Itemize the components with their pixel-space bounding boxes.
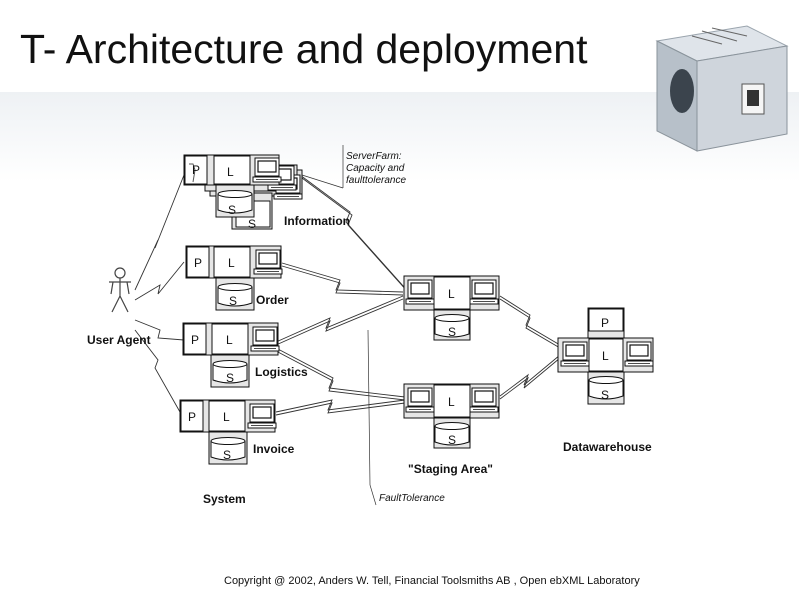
label-invoice: Invoice: [253, 442, 295, 456]
svg-text:L: L: [226, 333, 233, 347]
svg-text:S: S: [601, 388, 609, 402]
svg-text:L: L: [223, 410, 230, 424]
svg-text:P: P: [194, 256, 202, 270]
svg-text:P: P: [188, 410, 196, 424]
svg-text:L: L: [228, 256, 235, 270]
person-icon: [108, 267, 132, 313]
svg-text:P: P: [601, 316, 609, 330]
svg-text:P: P: [191, 333, 199, 347]
link-staging-datawarehouse-b: [499, 354, 561, 397]
label-system: System: [203, 492, 246, 506]
label-order: Order: [256, 293, 289, 307]
svg-text:S: S: [226, 371, 234, 385]
svg-text:P: P: [192, 163, 200, 177]
label-datawarehouse: Datawarehouse: [563, 440, 652, 454]
order-node: [185, 245, 283, 311]
note-server-farm-line: faulttolerance: [346, 175, 407, 186]
label-logistics: Logistics: [255, 365, 308, 379]
slide-title: T- Architecture and deployment: [20, 26, 588, 72]
link-order-staging: [281, 262, 404, 293]
link-logistics-staging-b: [275, 347, 406, 398]
svg-text:S: S: [223, 448, 231, 462]
staging-area-node-top: [403, 275, 500, 341]
staging-area-node-bottom: [403, 383, 500, 449]
svg-text:S: S: [248, 217, 256, 231]
invoice-node: [179, 399, 277, 465]
note-server-farm: ServerFarm: Capacity and faulttolerance: [346, 151, 406, 187]
svg-text:S: S: [228, 203, 236, 217]
link-staging-datawarehouse-a: [499, 295, 561, 346]
lightning-links: [275, 174, 561, 416]
note-server-farm-line: ServerFarm:: [346, 151, 402, 162]
copyright-footer: Copyright @ 2002, Anders W. Tell, Financ…: [224, 575, 640, 587]
information-server-farm: [183, 154, 303, 230]
note-line-faulttolerance: [367, 329, 377, 506]
link-invoice-staging: [275, 399, 406, 413]
decorative-cube-icon: [655, 25, 789, 152]
note-server-farm-line: Capacity and: [346, 163, 405, 174]
node-letters: P L S S P L S P L S P L S L S L S P L S: [188, 163, 609, 462]
note-line-serverfarm: [301, 145, 344, 189]
label-user-agent: User Agent: [87, 333, 151, 347]
logistics-node: [182, 322, 280, 388]
svg-text:L: L: [448, 395, 455, 409]
user-agent-links: [134, 174, 185, 413]
note-fault-tolerance: FaultTolerance: [379, 493, 445, 504]
link-logistics-staging-a: [275, 295, 404, 343]
information-node: [183, 154, 282, 218]
svg-text:L: L: [227, 165, 234, 179]
svg-text:S: S: [229, 294, 237, 308]
svg-text:L: L: [448, 287, 455, 301]
svg-text:S: S: [448, 433, 456, 447]
link-information-staging: [299, 174, 406, 289]
label-staging-area: "Staging Area": [408, 462, 493, 476]
svg-text:L: L: [602, 349, 609, 363]
datawarehouse-node: [557, 307, 654, 405]
svg-text:S: S: [448, 325, 456, 339]
label-information: Information: [284, 214, 350, 228]
